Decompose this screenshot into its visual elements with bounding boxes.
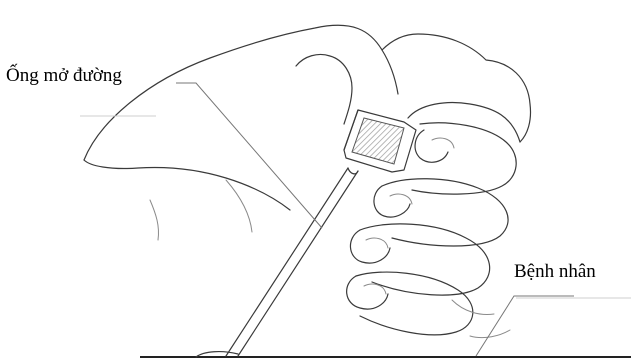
patient-label: Bệnh nhân: [514, 262, 596, 281]
sheath-label: Ống mở đường: [6, 66, 122, 85]
patient-leader-line: [476, 296, 574, 356]
sheath-cap: [344, 110, 416, 172]
gloved-hand: [80, 25, 631, 337]
sheath-leader-line: [176, 83, 322, 228]
sheath-tube: [226, 168, 358, 356]
patient-surface: [140, 352, 631, 357]
